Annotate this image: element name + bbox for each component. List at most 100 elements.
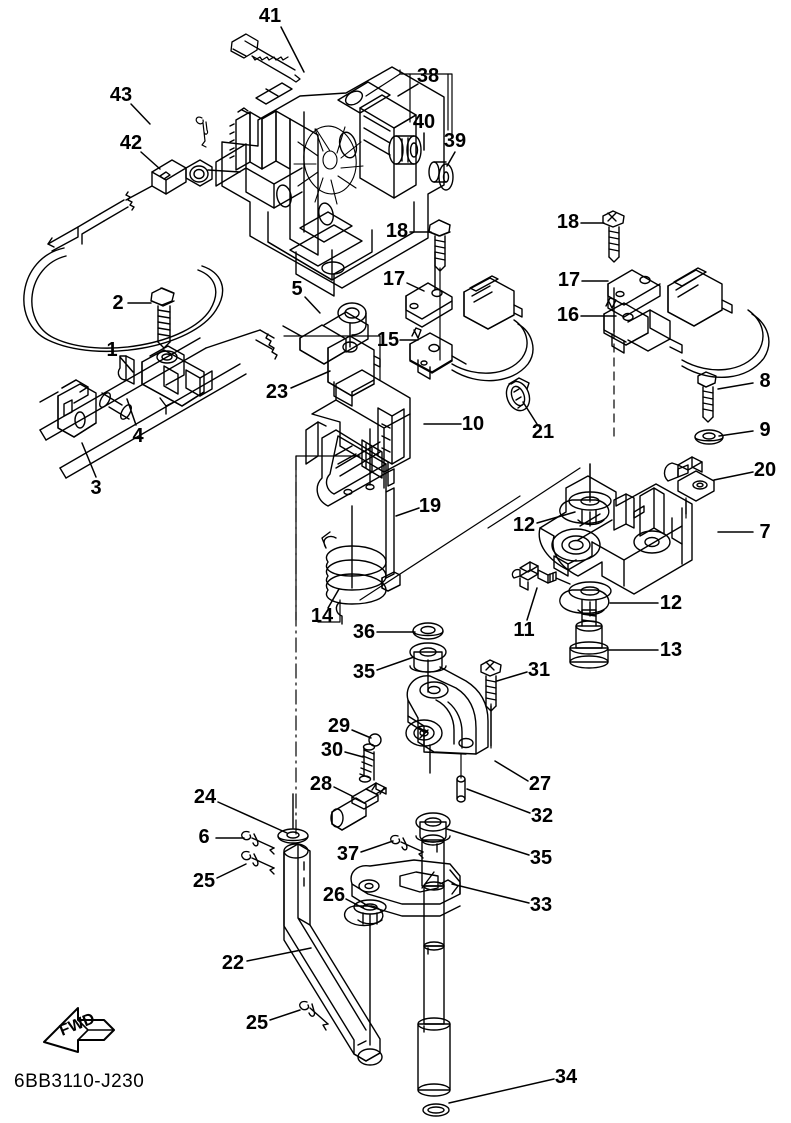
leader-line-21 [522, 401, 538, 425]
callout-number-3: 3 [90, 477, 102, 499]
leader-line-33 [451, 883, 530, 904]
callout-number-42: 42 [119, 132, 143, 154]
part-5-lever [299, 302, 369, 365]
part-1-shift-bracket [117, 345, 213, 415]
callout-number-25: 25 [245, 1012, 269, 1034]
leader-line-22 [246, 947, 312, 962]
leader-line-24 [217, 801, 288, 834]
callout-number-13: 13 [659, 639, 683, 661]
leader-line-12 [536, 511, 576, 524]
part-22-link-rod [283, 843, 383, 1066]
part-8-bolt-right [697, 371, 717, 423]
callout-number-2: 2 [112, 292, 124, 314]
callout-number-18: 18 [385, 220, 409, 242]
shift-rods [39, 329, 261, 479]
part-38-control-housing [215, 66, 445, 297]
callout-number-29: 29 [327, 715, 351, 737]
callout-number-30: 30 [320, 739, 344, 761]
callout-number-5: 5 [291, 278, 303, 300]
part-4-pin [99, 392, 132, 420]
callout-number-22: 22 [221, 952, 245, 974]
leader-line-23 [290, 370, 331, 389]
part-number-label: 6BB3110-J230 [14, 1071, 145, 1092]
callout-number-17: 17 [382, 268, 406, 290]
callout-number-38: 38 [416, 65, 440, 87]
leader-line-4 [126, 398, 137, 426]
part-34-shaft-lower [417, 834, 451, 1117]
leader-line-14 [327, 588, 340, 609]
leader-line-5 [304, 296, 321, 314]
callout-number-23: 23 [265, 381, 289, 403]
callout-number-19: 19 [418, 495, 442, 517]
callout-number-16: 16 [556, 304, 580, 326]
part-12-grommet-lower [559, 581, 612, 617]
part-9-washer [694, 429, 724, 445]
leader-line-17 [406, 282, 425, 292]
leader-line-31 [496, 671, 528, 682]
leader-line-30 [344, 751, 364, 758]
part-25-cotter-pin-lower [299, 1000, 329, 1031]
part-40-bushing [388, 135, 422, 165]
callout-number-12: 12 [659, 592, 683, 614]
leader-line-39 [446, 151, 456, 167]
part-42-cable-joint [151, 159, 241, 195]
leader-line-1 [119, 356, 134, 373]
part-29-ball [368, 733, 382, 747]
leader-line-20 [713, 471, 754, 481]
callout-number-28: 28 [309, 773, 333, 795]
callout-number-33: 33 [529, 894, 553, 916]
leader-line-11 [526, 587, 538, 621]
callout-number-6: 6 [198, 826, 210, 848]
part-35-bushing-lower [415, 812, 451, 843]
part-37-cotter-pin [390, 834, 424, 859]
callout-number-41: 41 [258, 5, 282, 27]
leader-line-26 [345, 898, 364, 909]
part-6-cotter-pin [241, 830, 275, 855]
callout-number-10: 10 [461, 413, 485, 435]
leader-line-41 [280, 26, 305, 73]
callout-number-14: 14 [310, 605, 334, 627]
part-27-bell-crank [405, 666, 489, 774]
callout-number-11: 11 [513, 619, 535, 641]
part-36-washer [412, 622, 444, 640]
callout-number-15: 15 [376, 329, 400, 351]
part-17-bracket-right [607, 269, 661, 333]
part-28-adjuster-nut [330, 782, 387, 831]
part-20-clamp [663, 456, 715, 515]
part-30-spring-small [358, 743, 376, 783]
part-7-bracket-main [538, 475, 693, 595]
callout-number-35: 35 [529, 847, 553, 869]
callout-number-43: 43 [109, 84, 133, 106]
callout-number-40: 40 [412, 111, 436, 133]
leader-line-43 [130, 103, 151, 125]
part-16-sensor-right [603, 297, 683, 354]
callout-number-27: 27 [528, 773, 552, 795]
part-2-bolt [150, 287, 175, 349]
part-13-shoulder-bolt [569, 609, 609, 669]
leader-line-37 [360, 840, 394, 853]
part-18-bolt-right [602, 210, 625, 263]
part-12-grommet-upper [559, 463, 612, 527]
leader-line-29 [351, 729, 372, 739]
part-15-bracket-small [409, 327, 467, 380]
callout-number-31: 31 [527, 659, 551, 681]
leader-line-27 [494, 760, 529, 782]
callout-number-21: 21 [531, 421, 555, 443]
leader-line-19 [395, 507, 420, 517]
fwd-arrow-icon: FWD [43, 1007, 115, 1053]
part-32-pin-small [456, 775, 466, 803]
part-39-pin [428, 161, 454, 191]
part-11-grease-nipple [511, 561, 571, 591]
connector-center [451, 275, 534, 382]
callout-number-39: 39 [443, 130, 467, 152]
leader-line-8 [717, 382, 754, 390]
callout-number-25: 25 [192, 870, 216, 892]
callout-number-8: 8 [759, 370, 771, 392]
leader-line-34 [448, 1078, 555, 1104]
callout-number-36: 36 [352, 621, 376, 643]
leader-line-42 [140, 151, 161, 170]
callout-number-35: 35 [352, 661, 376, 683]
callout-number-9: 9 [759, 419, 771, 441]
callout-number-7: 7 [759, 521, 771, 543]
